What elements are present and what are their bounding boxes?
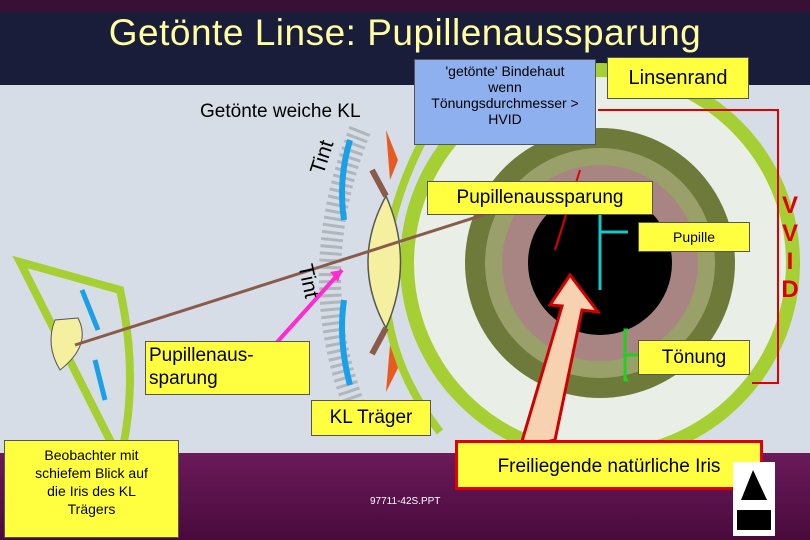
tinted-sclera-text-4: HVID xyxy=(488,111,522,127)
tint-bracket xyxy=(623,328,638,382)
optic-zone-arrowhead xyxy=(330,270,342,282)
brand-logo xyxy=(733,462,775,536)
iris-bottom xyxy=(369,326,389,356)
tint-band-top xyxy=(339,139,353,221)
observer-text-1: Beobachter mit xyxy=(44,447,139,463)
limbus-box: Linsenrand xyxy=(607,57,749,99)
lens-cross-section xyxy=(319,107,444,435)
crystalline-lens xyxy=(367,194,402,330)
pupil-bracket xyxy=(598,192,628,290)
observer-text-4: Trägers xyxy=(67,501,116,517)
observer-text-2: schiefem Blick auf xyxy=(35,465,148,481)
title-band xyxy=(0,0,810,85)
observer-tint-top xyxy=(79,289,101,331)
vvid-letter-1: V xyxy=(781,192,798,219)
tinted-sclera-text-2: wenn xyxy=(488,79,522,95)
observer-tint-bottom xyxy=(92,359,108,401)
tinted-sclera-box: 'getönte' Bindehaut wenn Tönungsdurchmes… xyxy=(414,59,596,145)
tint-marker-bottom xyxy=(386,345,398,392)
vvid-letter-3: I xyxy=(786,248,794,275)
observer-crystalline xyxy=(50,317,83,371)
optic-zone-box-left: Pupillenaus- sparung xyxy=(145,341,310,395)
tinted-sclera-text-1: 'getönte' Bindehaut xyxy=(445,63,565,79)
hvid-bracket xyxy=(598,109,779,384)
exposed-iris-box: Freiliegende natürliche Iris xyxy=(455,440,763,490)
slide-title: Getönte Linse: Pupillenaussparung xyxy=(108,12,702,53)
optic-zone-arrow xyxy=(268,268,344,352)
tint-marker-top xyxy=(386,130,398,180)
optic-zone-left-text-1: Pupillenaus- xyxy=(149,345,254,366)
iris-pointer-arrow xyxy=(517,272,602,451)
optic-zone-box-right: Pupillenaussparung xyxy=(427,181,653,215)
tint-band-bottom xyxy=(339,299,353,386)
vvid-letter-4: D xyxy=(781,276,799,303)
iris-top xyxy=(369,168,389,198)
line-of-sight xyxy=(74,198,531,347)
vvid-letter-2: V xyxy=(781,220,798,247)
observer-eye xyxy=(12,255,134,472)
tinted-soft-cl-label: Getönte weiche KL xyxy=(200,101,361,122)
tint-box: Tönung xyxy=(638,340,750,375)
tinted-sclera-text-3: Tönungsdurchmesser > xyxy=(431,95,579,111)
pupil-box: Pupille xyxy=(638,222,750,252)
observer-lens xyxy=(12,255,134,472)
vvid-label: V V I D xyxy=(778,192,802,304)
wearer-box: KL Träger xyxy=(311,400,431,436)
observer-text-3: die Iris des KL xyxy=(47,483,136,499)
optic-zone-left-text-2: sparung xyxy=(149,368,218,389)
observer-box: Beobachter mit schiefem Blick auf die Ir… xyxy=(4,440,179,538)
filename-label: 97711-42S.PPT xyxy=(370,496,441,507)
